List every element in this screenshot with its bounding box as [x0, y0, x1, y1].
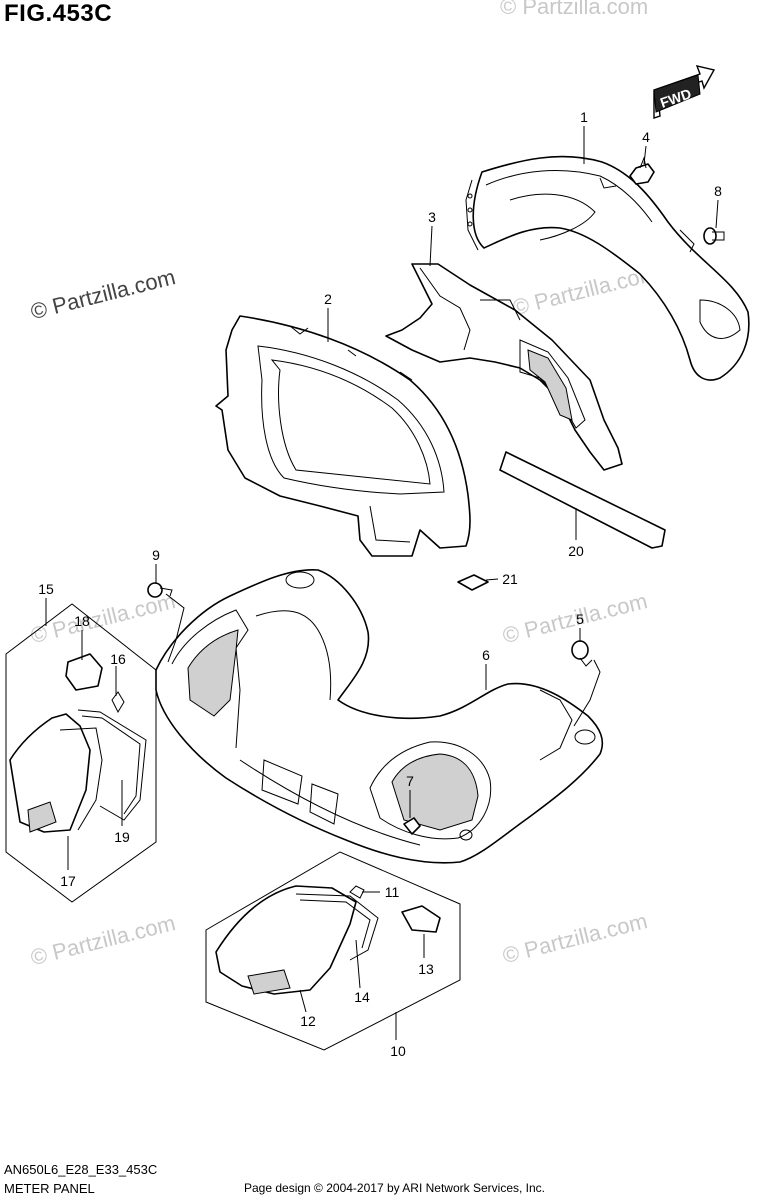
- callouts: 1 2 3 4 5 6 7 8 9 10 11 12 13 14 15 16 1…: [38, 109, 722, 1059]
- part-2-housing: [215, 315, 471, 557]
- callout-17: 17: [60, 873, 76, 889]
- callout-11: 11: [385, 884, 400, 900]
- part-1-upper-cover: [465, 155, 750, 381]
- part-21-pad: [457, 574, 489, 591]
- callout-13: 13: [418, 961, 434, 977]
- callout-8: 8: [714, 183, 722, 199]
- part-6-lower-panel: [155, 569, 604, 864]
- part-8-screw: [703, 227, 725, 245]
- callout-14: 14: [354, 989, 370, 1005]
- callout-2: 2: [324, 291, 332, 307]
- fig-title: FIG.453C: [4, 0, 113, 27]
- callout-10: 10: [390, 1043, 406, 1059]
- copyright-notice: Page design © 2004-2017 by ARI Network S…: [244, 1181, 546, 1195]
- assembly-10-box: [205, 851, 461, 1051]
- callout-6: 6: [482, 647, 490, 663]
- callout-9: 9: [152, 547, 160, 563]
- callout-20: 20: [568, 543, 584, 559]
- figure-name: METER PANEL: [4, 1181, 95, 1196]
- callout-12: 12: [300, 1013, 316, 1029]
- part-3-bracket: [385, 263, 623, 471]
- callout-3: 3: [428, 209, 436, 225]
- callout-5: 5: [576, 611, 584, 627]
- callout-7: 7: [406, 773, 414, 789]
- part-18-cap: [65, 653, 103, 691]
- part-20-strip: [499, 451, 666, 549]
- part-13-cap: [401, 905, 441, 933]
- callout-18: 18: [74, 613, 90, 629]
- fwd-arrow: FWD: [653, 65, 716, 119]
- callout-19: 19: [114, 829, 130, 845]
- callout-21: 21: [502, 571, 518, 587]
- figure-code: AN650L6_E28_E33_453C: [4, 1162, 158, 1177]
- leader-lines: [45, 126, 719, 1040]
- watermark: © Partzilla.com: [500, 0, 649, 19]
- callout-1: 1: [580, 109, 588, 125]
- part-5-screw: [571, 640, 593, 667]
- part-12-lid: [215, 885, 357, 995]
- part-4-clip: [629, 156, 655, 185]
- part-17-lid: [9, 713, 91, 833]
- callout-15: 15: [38, 581, 54, 597]
- part-7-clip: [403, 817, 421, 835]
- assembly-15-box: [5, 603, 157, 903]
- callout-16: 16: [110, 651, 126, 667]
- part-9-screw: [147, 582, 173, 598]
- callout-4: 4: [642, 129, 650, 145]
